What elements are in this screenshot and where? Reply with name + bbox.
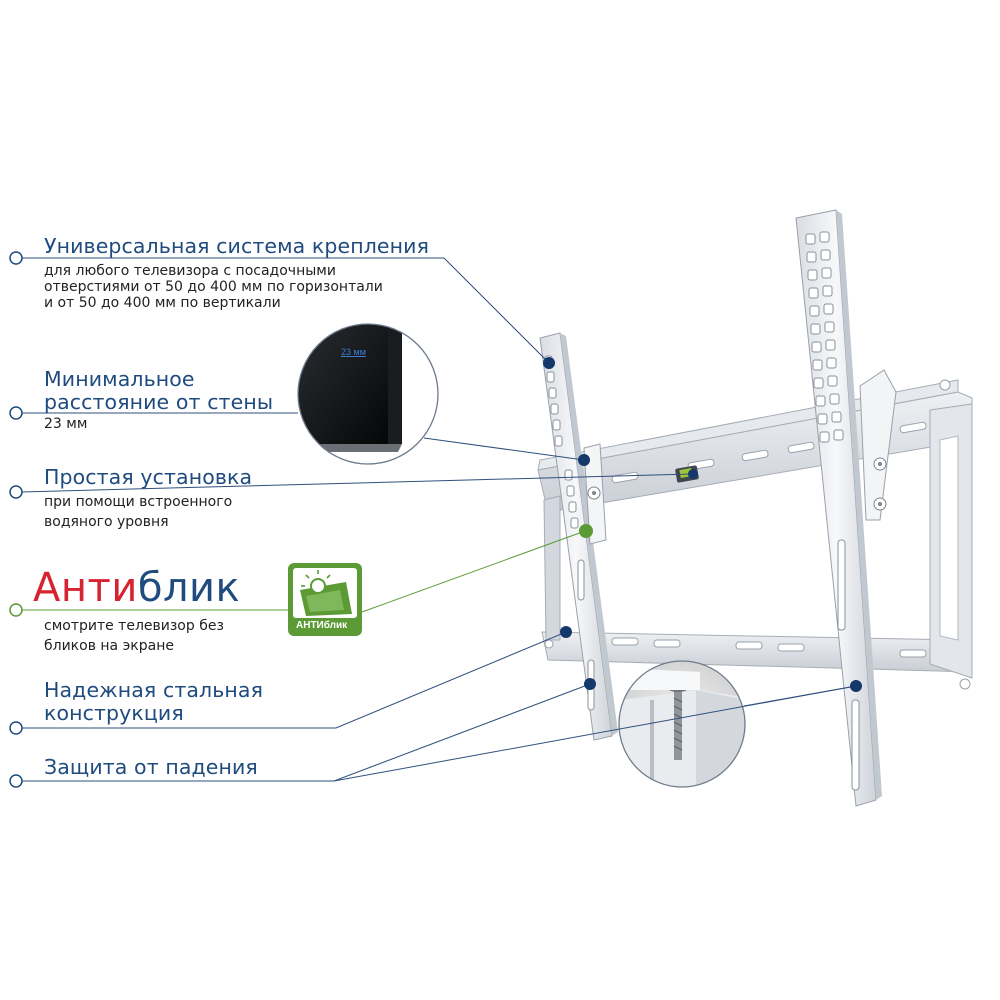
feature-install-line-2: водяного уровня: [44, 514, 169, 530]
callout-ring-icon: [9, 485, 23, 499]
feature-universal-line-1: для любого телевизора с посадочными: [44, 263, 336, 279]
feature-antiglare-title-part1: Анти: [33, 565, 138, 611]
feature-universal-line-2: отверстиями от 50 до 400 мм по горизонта…: [44, 279, 383, 295]
antiglare-badge: [288, 563, 362, 636]
feature-steel-title-2: конструкция: [44, 701, 184, 725]
sun-screen-icon: [301, 570, 331, 594]
callout-rings: [9, 251, 23, 788]
callout-dot-icon: [584, 678, 596, 690]
inset-safety: [618, 660, 746, 788]
callout-dot-icon: [850, 680, 862, 692]
callout-dot-icon: [543, 357, 555, 369]
feature-steel-title-1: Надежная стальная: [44, 678, 264, 702]
feature-antiglare-line-1: смотрите телевизор без: [44, 618, 224, 634]
callout-lines: [21, 257, 857, 782]
callout-ring-icon: [9, 406, 23, 420]
feature-fall-title: Защита от падения: [44, 755, 258, 779]
feature-antiglare-line-2: бликов на экране: [44, 638, 174, 654]
feature-universal-line-3: и от 50 до 400 мм по вертикали: [44, 295, 281, 311]
callout-dot-icon: [579, 524, 593, 538]
feature-distance-title-2: расстояние от стены: [44, 390, 274, 414]
callout-ring-icon: [9, 251, 23, 265]
callout-ring-icon: [9, 721, 23, 735]
feature-distance-line-1: 23 мм: [44, 416, 88, 432]
feature-universal-title: Универсальная система крепления: [44, 234, 430, 258]
callout-ring-icon: [9, 603, 23, 617]
right-vertical-arm: [795, 209, 897, 807]
callout-dots: [543, 357, 862, 692]
feature-install-line-1: при помощи встроенного: [44, 494, 233, 510]
feature-antiglare-title: Антиблик: [33, 566, 240, 610]
callout-dot-icon: [560, 626, 572, 638]
callout-dot-icon: [578, 454, 590, 466]
antiglare-badge-label: АНТИблик: [296, 620, 348, 631]
callout-dot-icon: [688, 469, 698, 479]
feature-install-title: Простая установка: [44, 465, 253, 489]
inset-distance-label: 23 мм: [341, 347, 366, 357]
feature-distance-title-1: Минимальное: [44, 367, 195, 391]
feature-antiglare-title-part2: блик: [137, 565, 241, 611]
inset-distance: [297, 323, 439, 465]
callout-ring-icon: [9, 774, 23, 788]
